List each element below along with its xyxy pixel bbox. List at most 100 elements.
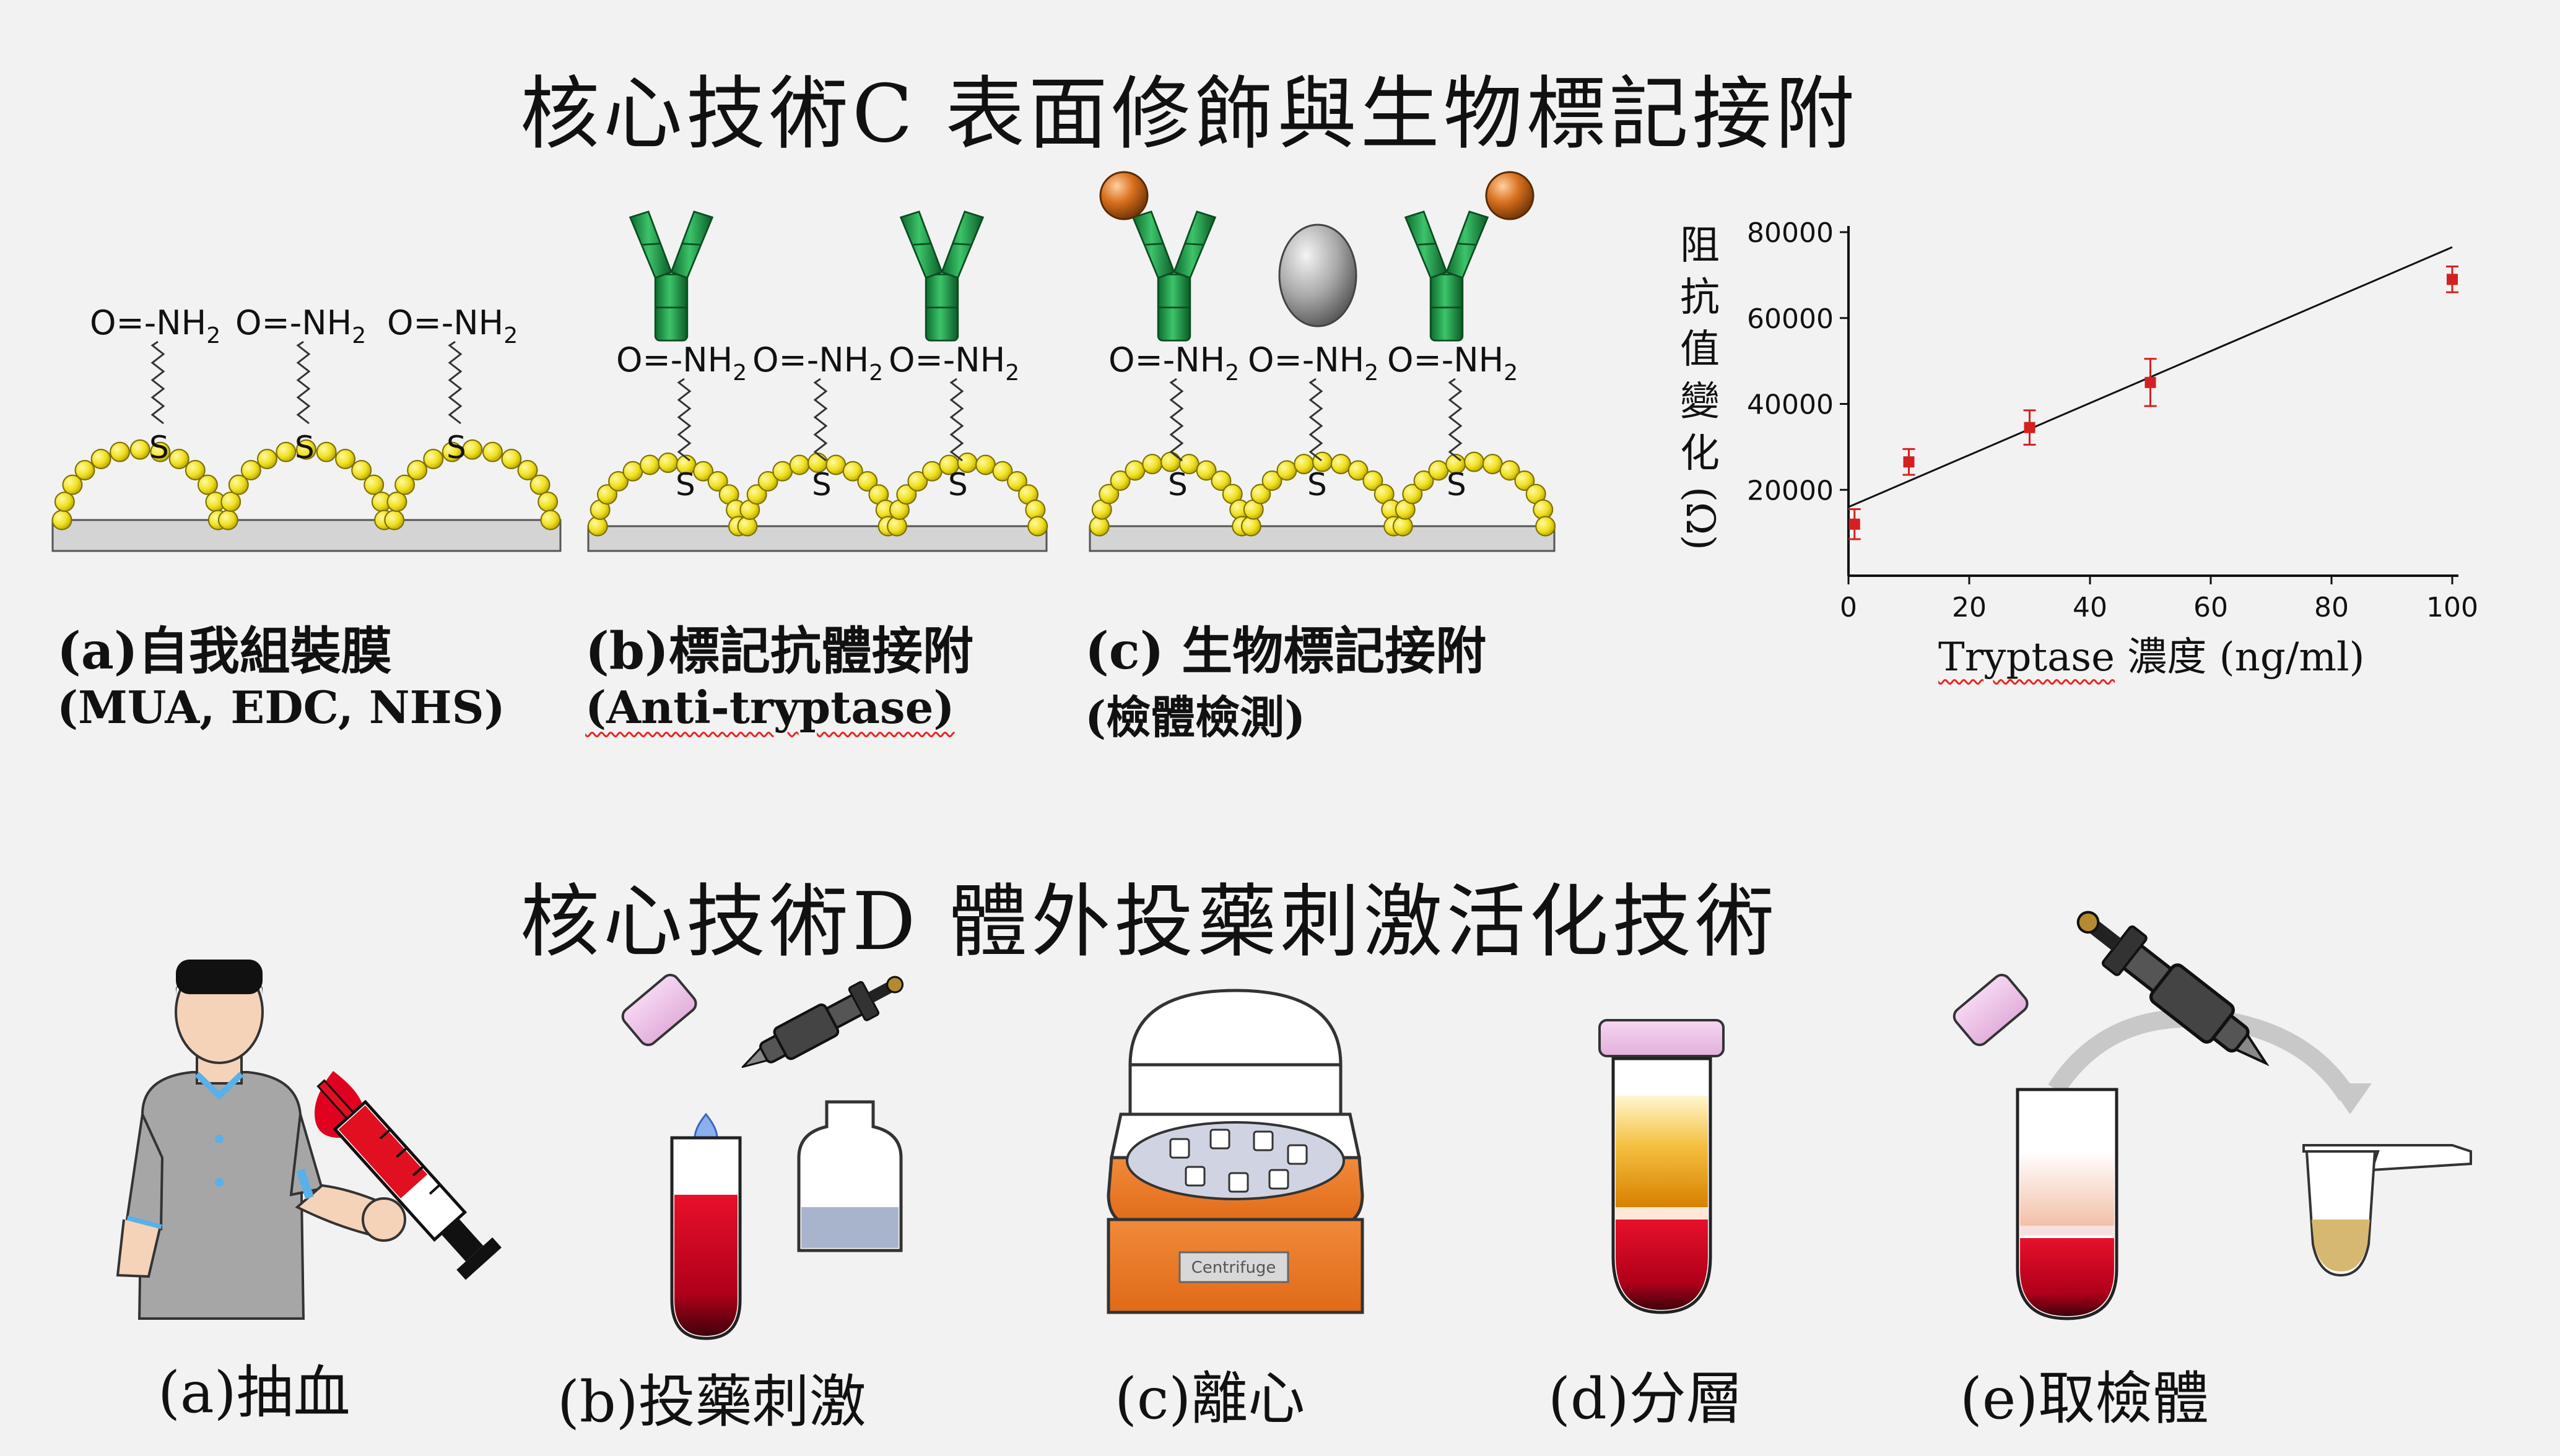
gold-atom: [256, 448, 277, 469]
centrifuge-lid: [1128, 989, 1343, 1067]
molecule-label: O=-NH2: [387, 303, 518, 349]
chart-y-label-char: (Ω): [1677, 487, 1723, 550]
gold-atom: [1240, 516, 1261, 537]
caption-c-a-sub: (MUA, EDC, NHS): [57, 681, 505, 734]
alkyl-chain: [949, 378, 964, 462]
gold-atom: [1392, 516, 1413, 537]
caption-d-b: (b)投藥刺激: [557, 1369, 866, 1435]
gold-atom: [386, 492, 407, 513]
gold-atom: [538, 492, 559, 513]
gold-substrate: [51, 519, 562, 552]
gold-atom: [1482, 454, 1503, 475]
step-d-separation: [1598, 1019, 1725, 1314]
gold-atom: [129, 439, 150, 460]
syringe-icon: [316, 1079, 502, 1280]
chart-x-label-unit: 濃度 (ng/ml): [2115, 635, 2365, 680]
caption-d-c: (c)離心: [1115, 1366, 1305, 1432]
title-core-tech-d: 核心技術D 體外投藥刺激活化技術: [520, 876, 1779, 968]
gold-atom: [1330, 454, 1351, 475]
molecule-label: O=-NH2: [90, 303, 220, 349]
gold-atom: [540, 509, 561, 531]
chart-data-point: [1848, 518, 1860, 530]
alkyl-chain: [150, 340, 165, 425]
molecule-label: O=-NH2: [1248, 340, 1378, 386]
gold-atom: [501, 448, 522, 469]
chart-y-label-char: 抗: [1680, 275, 1720, 321]
alkyl-chain: [1169, 378, 1184, 462]
sulfur-atom: S: [295, 430, 315, 466]
chart-x-tick-label: 20: [1952, 592, 1987, 623]
tube-cap-icon: [1953, 974, 2029, 1046]
chart-y-label-char: 變: [1680, 379, 1720, 425]
tryptase-molecule-icon: [1099, 171, 1149, 220]
antibody-icon: [629, 210, 713, 342]
chart-x-tick-label: 60: [2193, 592, 2228, 623]
shirt: [137, 1071, 305, 1320]
molecule-label: O=-NH2: [889, 340, 1019, 386]
centrifuge-label-text: Centrifuge: [1191, 1259, 1276, 1277]
sulfur-atom: S: [676, 467, 695, 503]
step-c-centrifuge: Centrifuge: [1107, 989, 1364, 1314]
gold-atom: [1125, 460, 1146, 481]
step-b-drug-stimulation: [621, 964, 910, 1340]
gold-atom: [658, 453, 679, 473]
chart-y-label-char: 值: [1680, 327, 1720, 373]
chart-y-label-char: 阻: [1680, 223, 1720, 269]
sulfur-atom: S: [812, 467, 832, 503]
gold-atom: [1428, 460, 1449, 481]
sulfur-atom: S: [446, 430, 466, 466]
alkyl-chain: [1448, 378, 1463, 462]
gold-atom: [407, 460, 428, 480]
caption-c-b: (b)標記抗體接附: [585, 622, 973, 681]
gold-atom: [1142, 454, 1163, 475]
gold-atom: [168, 448, 189, 469]
gold-substrate: [587, 525, 1048, 552]
tube-cap: [1598, 1019, 1725, 1057]
nonspecific-protein-icon: [1278, 223, 1357, 327]
title-core-tech-c: 核心技術C 表面修飾與生物標記接附: [520, 68, 1858, 160]
chart-x-label-word: Tryptase: [1938, 635, 2115, 680]
gold-atom: [1535, 516, 1556, 537]
chart-data-point: [2447, 274, 2458, 285]
chart-x-tick-label: 80: [2314, 592, 2349, 623]
alkyl-chain: [813, 378, 828, 462]
step-e-sample-extraction: [1953, 898, 2472, 1320]
gold-atom: [772, 461, 793, 482]
gold-atom: [384, 509, 405, 531]
chart-data-point: [2024, 422, 2035, 433]
alkyl-chain: [296, 340, 311, 425]
molecule-label: O=-NH2: [616, 340, 747, 386]
chart-data-point: [2144, 376, 2156, 388]
chart-y-tick-label: 40000: [1747, 389, 1834, 421]
gold-atom: [240, 460, 261, 480]
gold-atom: [316, 441, 337, 462]
gold-atom: [110, 441, 130, 462]
chart-x-tick-label: 40: [2073, 592, 2107, 623]
gold-atom: [1089, 516, 1110, 537]
gold-atom: [90, 448, 111, 469]
chart-y-label: 阻抗值變化 (Ω): [1672, 220, 1728, 550]
chart-x-tick-label: 100: [2426, 592, 2477, 623]
chart-data-point: [1903, 456, 1915, 468]
caption-d-e: (e)取檢體: [1960, 1366, 2210, 1432]
gold-atom: [51, 509, 72, 531]
gold-atom: [1027, 516, 1048, 537]
gold-atom: [1533, 499, 1554, 520]
gold-atom: [639, 454, 660, 475]
caption-c-c: (c) 生物標記接附: [1085, 622, 1487, 681]
pipette-icon: [734, 964, 910, 1082]
alkyl-chain: [1308, 378, 1323, 462]
caption-c-b-sub: (Anti-tryptase): [585, 681, 955, 734]
gold-atom: [217, 509, 238, 531]
molecule-label: O=-NH2: [235, 303, 366, 349]
molecule-label: O=-NH2: [752, 340, 883, 386]
chart-y-tick-label: 60000: [1747, 303, 1834, 335]
centrifuge-label-plate: [1178, 1251, 1289, 1283]
sulfur-atom: S: [1168, 467, 1188, 503]
chart-y-label-char: 化: [1680, 431, 1720, 477]
